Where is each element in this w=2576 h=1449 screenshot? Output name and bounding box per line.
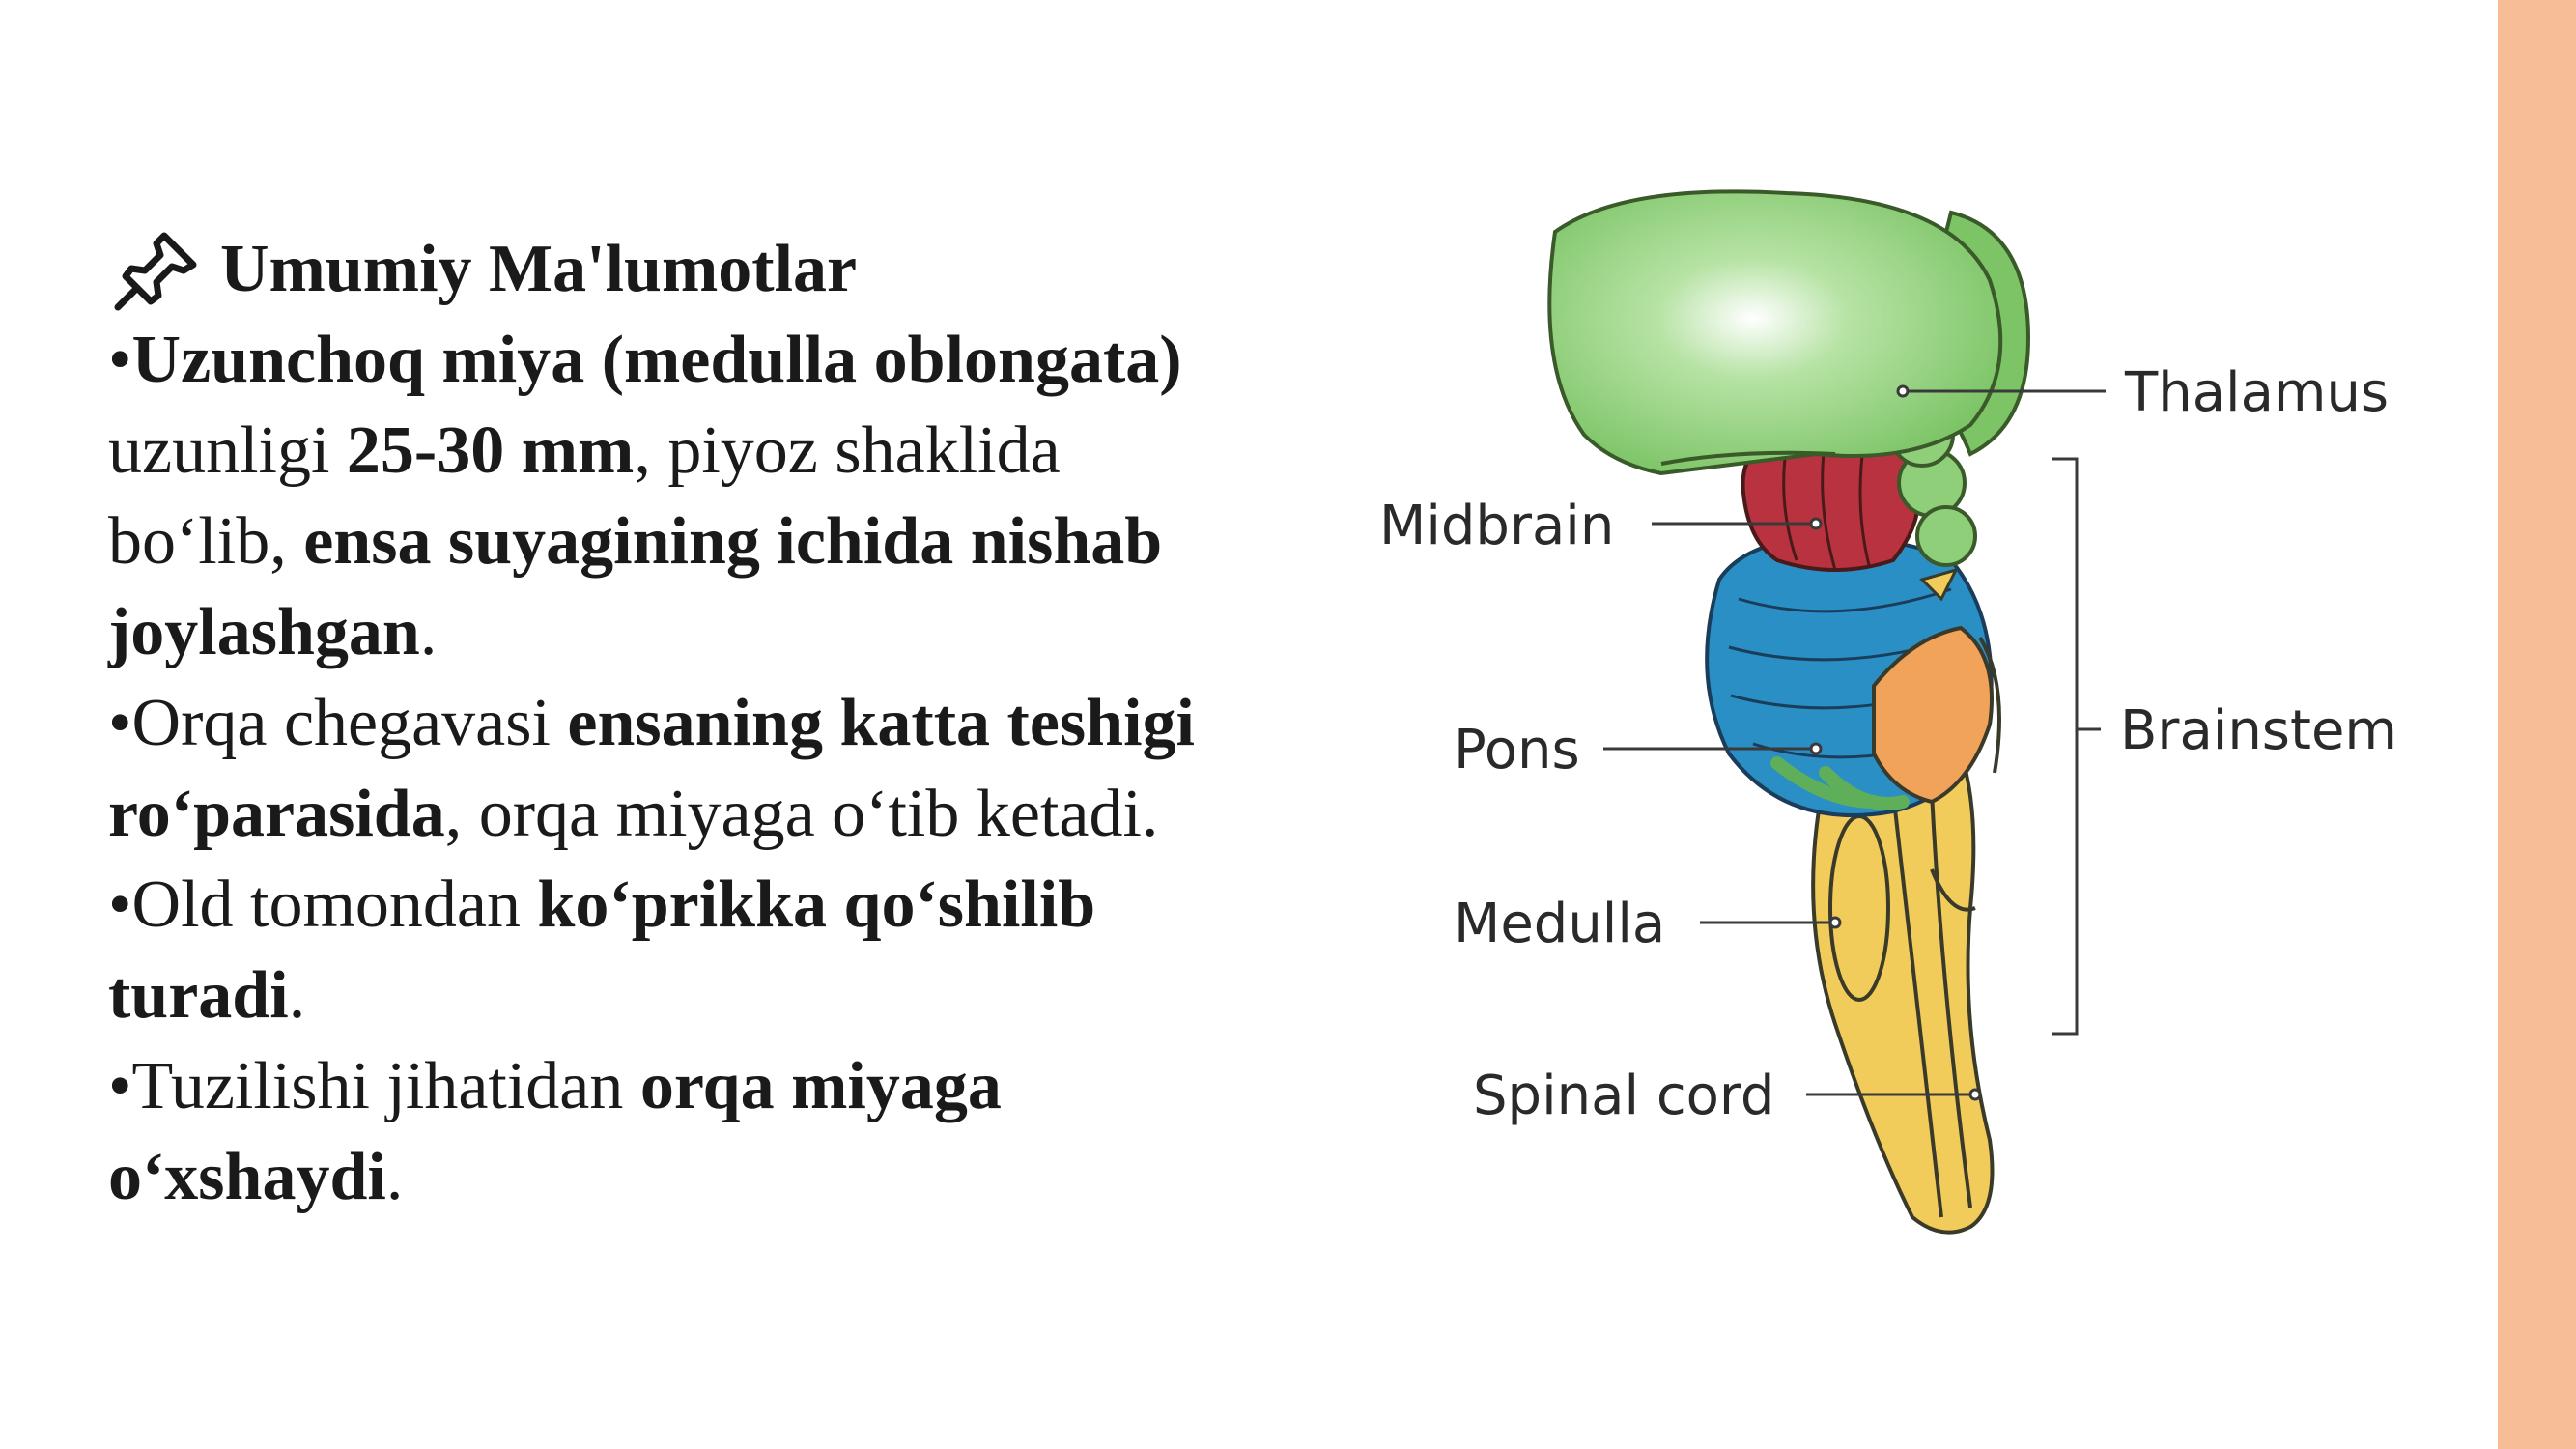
label-spinal-cord: Spinal cord	[1473, 1065, 1774, 1127]
spinal-cord-shape	[1811, 751, 1995, 1235]
text-bold: o‘xshaydi	[108, 1140, 386, 1214]
bullet: •	[108, 323, 132, 397]
text: .	[385, 1140, 404, 1214]
paragraph-structure: •Tuzilishi jihatidan orqa miyaga o‘xshay…	[108, 1041, 1354, 1223]
text-bold: ensa suyagining ichida nishab	[303, 504, 1163, 579]
text: Tuzilishi jihatidan	[131, 1049, 640, 1123]
bullet: •	[108, 867, 132, 942]
text: .	[288, 958, 306, 1033]
leader-lines	[1603, 384, 2106, 1101]
bullet: •	[108, 686, 132, 760]
text: Orqa chegavasi	[131, 686, 568, 760]
text-bold: 25-30 mm	[346, 413, 635, 488]
text: bo‘lib,	[108, 504, 304, 579]
paragraph-anterior-border: •Old tomondan ko‘prikka qo‘shilib turadi…	[108, 860, 1354, 1041]
label-brainstem: Brainstem	[2120, 699, 2397, 762]
thalamus-shape	[1547, 189, 2031, 476]
accent-sidebar-bar	[2498, 0, 2576, 1449]
text-bold: ensaning katta teshigi	[567, 686, 1195, 760]
text-bold: ko‘prikka qo‘shilib	[537, 867, 1096, 942]
paragraph-medulla-definition: •Uzunchoq miya (medulla oblongata) uzunl…	[108, 315, 1354, 678]
brainstem-diagram: Thalamus Midbrain Brainstem Pons Medulla…	[1379, 189, 2397, 1235]
pushpin-icon	[114, 232, 197, 311]
text-bold: orqa miyaga	[639, 1049, 1002, 1123]
text: , orqa miyaga o‘tib ketadi.	[444, 777, 1159, 851]
text: Old tomondan	[131, 867, 538, 942]
peduncle-shape	[1872, 625, 2001, 805]
text-bold: turadi	[108, 958, 289, 1033]
text-bold: ro‘parasida	[108, 777, 445, 851]
bullet: •	[108, 1049, 132, 1123]
content-text: Umumiy Ma'lumotlar •Uzunchoq miya (medul…	[108, 224, 1354, 1223]
text: .	[419, 595, 438, 669]
section-heading: Umumiy Ma'lumotlar	[108, 224, 1354, 315]
label-medulla: Medulla	[1454, 893, 1665, 955]
text-bold: joylashgan	[108, 595, 420, 669]
label-pons: Pons	[1454, 719, 1580, 781]
heading-title: Umumiy Ma'lumotlar	[220, 232, 858, 306]
paragraph-posterior-border: •Orqa chegavasi ensaning katta teshigi r…	[108, 678, 1354, 860]
label-thalamus: Thalamus	[2124, 361, 2389, 424]
text: , piyoz shaklida	[634, 413, 1061, 488]
text-bold: Uzunchoq miya (medulla oblongata)	[131, 323, 1182, 397]
label-midbrain: Midbrain	[1379, 495, 1614, 557]
text: uzunligi	[108, 413, 347, 488]
